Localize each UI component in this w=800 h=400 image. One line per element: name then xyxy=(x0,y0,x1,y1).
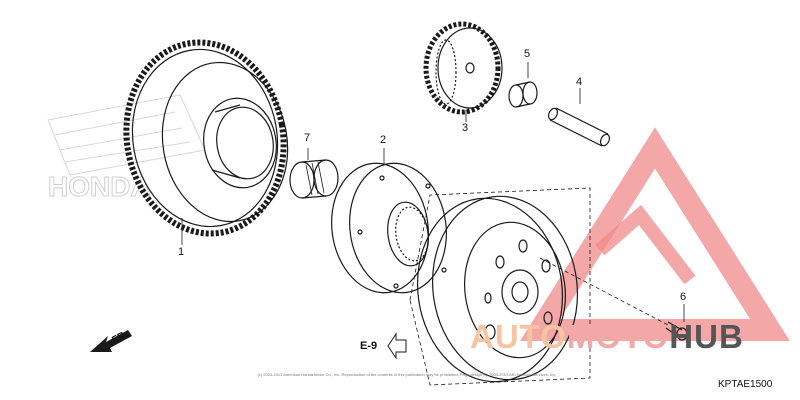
callout-part-2[interactable]: 2 xyxy=(380,134,387,146)
reference-label[interactable]: E-9 xyxy=(360,340,378,352)
part-7-needle-bearing[interactable] xyxy=(289,159,339,199)
callout-part-3[interactable]: 3 xyxy=(462,122,469,134)
callout-part-5[interactable]: 5 xyxy=(524,48,531,60)
part-3-idle-gear[interactable] xyxy=(423,21,503,115)
automotohub-triangle-logo xyxy=(520,127,790,341)
part-4-shaft[interactable] xyxy=(547,107,611,147)
diagram-code: KPTAE1500 xyxy=(718,379,773,390)
flywheel-rotor xyxy=(409,187,591,386)
part-2-starter-clutch[interactable] xyxy=(323,157,454,299)
honda-wing-watermark: HONDA xyxy=(47,94,206,203)
part-1-driven-gear[interactable] xyxy=(112,30,300,246)
watermark-auto: AUTO xyxy=(470,318,567,355)
callout-part-1[interactable]: 1 xyxy=(178,246,185,258)
part-6-bolt[interactable] xyxy=(539,257,688,341)
part-5-bushing[interactable] xyxy=(508,81,538,108)
callout-part-7[interactable]: 7 xyxy=(304,132,311,144)
watermark-hub: HUB xyxy=(669,318,744,355)
honda-watermark-text: HONDA xyxy=(48,171,151,202)
callout-part-6[interactable]: 6 xyxy=(680,291,687,303)
reference-arrow-icon xyxy=(387,332,407,360)
copyright-notice: (c) 2003-2013 American Honda Motor Co., … xyxy=(257,372,557,377)
automotohub-watermark: AUTOMOTOHUB xyxy=(470,318,744,356)
front-direction-arrow-icon xyxy=(90,330,132,352)
callout-part-4[interactable]: 4 xyxy=(576,76,583,88)
watermark-moto: MOTO xyxy=(566,318,670,355)
